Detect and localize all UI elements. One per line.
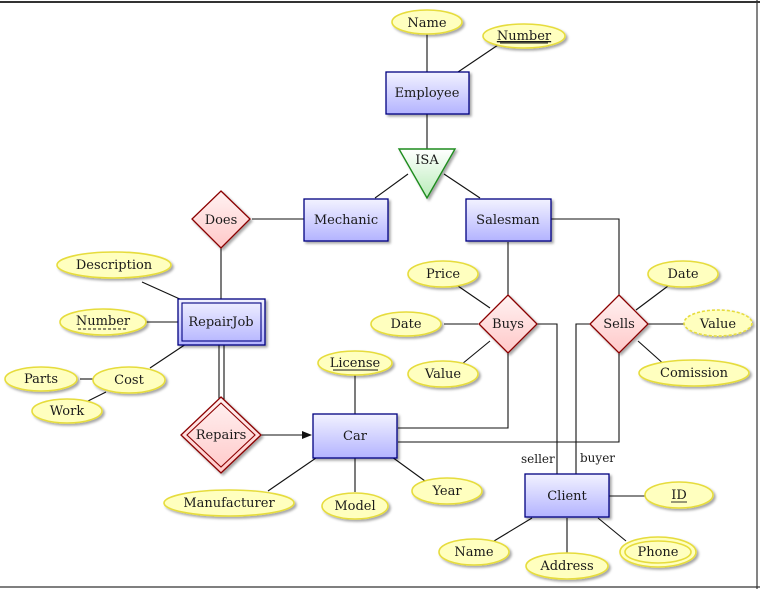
attr-manufacturer[interactable]: Manufacturer	[163, 489, 295, 517]
entity-employee-label: Employee	[395, 86, 460, 101]
edge-buys-car	[398, 353, 509, 429]
attr-license-label: License	[330, 356, 381, 371]
attr-client-phone[interactable]: Phone	[619, 536, 697, 568]
attr-repairjob-number-label: Number	[76, 314, 131, 329]
relationship-does[interactable]: Does	[191, 190, 251, 249]
attr-description[interactable]: Description	[56, 251, 172, 279]
attr-manufacturer-label: Manufacturer	[183, 496, 275, 511]
entity-mechanic[interactable]: Mechanic	[303, 198, 389, 242]
entity-repairjob-label: RepairJob	[188, 315, 253, 330]
edge-isa-salesman	[443, 173, 481, 199]
attr-client-id-label: ID	[671, 488, 687, 503]
relationship-sells[interactable]: Sells	[589, 294, 649, 354]
attr-commission[interactable]: Comission	[638, 359, 750, 387]
attributes: Name Number Description Number Cost Part…	[4, 9, 753, 580]
entity-employee[interactable]: Employee	[385, 71, 470, 115]
attr-license[interactable]: License	[317, 350, 393, 376]
attr-repairjob-number[interactable]: Number	[59, 308, 147, 336]
entity-mechanic-label: Mechanic	[314, 213, 378, 228]
attr-sells-value[interactable]: Value	[683, 309, 753, 337]
role-buyer: buyer	[580, 451, 615, 465]
attr-parts[interactable]: Parts	[4, 366, 78, 392]
attr-commission-label: Comission	[660, 366, 729, 381]
attr-buys-date-label: Date	[390, 317, 421, 332]
edge-client-name	[493, 517, 533, 542]
attr-sells-value-label: Value	[699, 317, 736, 332]
edge-isa-mechanic	[374, 173, 409, 199]
attr-employee-name[interactable]: Name	[391, 9, 463, 35]
edge-buys-client-seller	[536, 323, 558, 474]
edge-buys-value	[461, 340, 491, 365]
attr-employee-number[interactable]: Number	[482, 23, 566, 49]
edge-sells-client-buyer	[575, 323, 591, 474]
attr-buys-value-label: Value	[424, 367, 461, 382]
entity-client-label: Client	[547, 489, 587, 504]
attr-model[interactable]: Model	[321, 492, 389, 520]
role-seller: seller	[521, 452, 555, 466]
relationship-sells-label: Sells	[603, 317, 635, 332]
edge-car-manufacturer	[267, 457, 317, 492]
attr-client-name[interactable]: Name	[438, 538, 510, 566]
attr-parts-label: Parts	[24, 372, 58, 387]
relationship-buys[interactable]: Buys	[478, 294, 538, 354]
attr-cost[interactable]: Cost	[92, 366, 166, 394]
attr-employee-number-label: Number	[497, 29, 552, 44]
entity-salesman[interactable]: Salesman	[465, 198, 552, 242]
edge-repairjob-description	[141, 281, 183, 301]
attr-employee-name-label: Name	[407, 16, 446, 31]
attr-buys-value[interactable]: Value	[407, 360, 479, 388]
entity-client[interactable]: Client	[524, 473, 610, 518]
attr-buys-date[interactable]: Date	[370, 311, 442, 337]
attr-sells-date[interactable]: Date	[647, 260, 719, 288]
entity-salesman-label: Salesman	[476, 213, 540, 228]
attr-year[interactable]: Year	[411, 477, 483, 505]
relationship-repairs[interactable]: Repairs	[180, 396, 262, 474]
attr-client-name-label: Name	[454, 545, 493, 560]
attr-year-label: Year	[431, 484, 462, 499]
edge-sells-car	[398, 353, 620, 443]
relationship-isa[interactable]: ISA	[397, 148, 457, 200]
entity-car-label: Car	[343, 429, 368, 444]
attr-work[interactable]: Work	[31, 398, 103, 424]
attr-model-label: Model	[334, 499, 375, 514]
edge-buys-price	[457, 285, 491, 309]
attr-client-phone-label: Phone	[637, 545, 678, 560]
relationship-isa-label: ISA	[415, 153, 439, 168]
attr-description-label: Description	[76, 258, 153, 273]
relationship-repairs-label: Repairs	[196, 428, 247, 443]
attr-cost-label: Cost	[114, 373, 144, 388]
attr-client-id[interactable]: ID	[644, 481, 714, 509]
edge-repairjob-cost	[149, 343, 187, 369]
attr-work-label: Work	[50, 404, 85, 419]
attr-buys-price-label: Price	[426, 267, 460, 282]
edge-salesman-sells	[551, 218, 620, 296]
edges	[80, 33, 684, 553]
relationship-buys-label: Buys	[492, 317, 524, 332]
entity-car[interactable]: Car	[312, 413, 398, 459]
attr-sells-date-label: Date	[667, 267, 698, 282]
attr-client-address-label: Address	[539, 559, 593, 574]
edge-cost-work	[85, 391, 107, 403]
entity-repairjob[interactable]: RepairJob	[177, 298, 266, 346]
edge-car-year	[391, 456, 426, 482]
edge-client-phone	[597, 517, 627, 542]
relationship-does-label: Does	[205, 213, 238, 228]
edge-employee-number	[457, 44, 499, 73]
attr-client-address[interactable]: Address	[525, 552, 609, 580]
attr-buys-price[interactable]: Price	[407, 260, 479, 288]
edge-sells-date	[635, 285, 669, 311]
